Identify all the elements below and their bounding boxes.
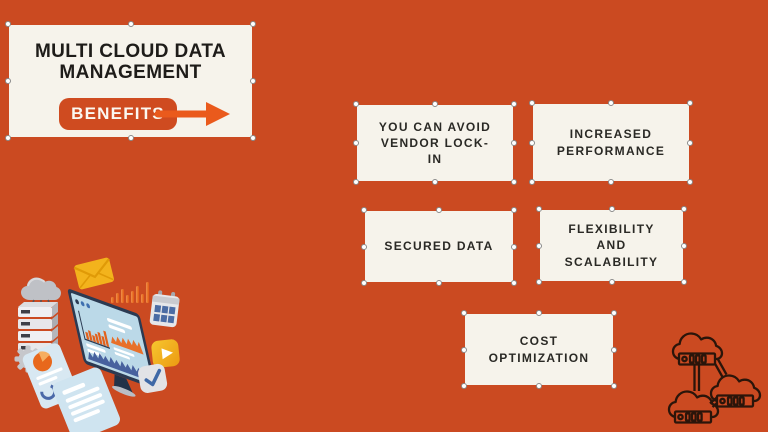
resize-handle-s[interactable] bbox=[608, 279, 615, 285]
resize-handle-s[interactable] bbox=[436, 280, 442, 286]
benefit-card-secured-data[interactable]: SECURED DATA bbox=[361, 207, 517, 286]
resize-handle-se[interactable] bbox=[250, 135, 256, 141]
resize-handle-ne[interactable] bbox=[511, 101, 517, 107]
benefit-card-cost-optimization[interactable]: COST OPTIMIZATION bbox=[461, 310, 617, 389]
resize-handle-sw[interactable] bbox=[353, 179, 359, 185]
resize-handle-e[interactable] bbox=[687, 139, 693, 146]
resize-handle-nw[interactable] bbox=[461, 310, 467, 316]
arrow-right-icon bbox=[154, 102, 230, 126]
resize-handle-s[interactable] bbox=[432, 179, 438, 185]
benefit-label: FLEXIBILITY AND SCALABILITY bbox=[564, 222, 659, 269]
resize-handle-sw[interactable] bbox=[461, 383, 467, 389]
benefit-card-flexibility-scalability[interactable]: FLEXIBILITY AND SCALABILITY bbox=[536, 206, 687, 285]
resize-handle-n[interactable] bbox=[608, 206, 615, 212]
resize-handle-w[interactable] bbox=[5, 78, 11, 84]
resize-handle-nw[interactable] bbox=[5, 21, 11, 27]
cloud-server-icon bbox=[18, 277, 61, 353]
resize-handle-w[interactable] bbox=[461, 346, 467, 353]
resize-handle-w[interactable] bbox=[361, 243, 367, 250]
resize-handle-sw[interactable] bbox=[361, 280, 367, 286]
resize-handle-nw[interactable] bbox=[529, 100, 535, 106]
resize-handle-e[interactable] bbox=[250, 78, 256, 84]
dashboard-monitor bbox=[67, 289, 156, 397]
envelope-icon bbox=[73, 257, 114, 290]
resize-handle-n[interactable] bbox=[608, 100, 614, 106]
resize-handle-se[interactable] bbox=[681, 279, 687, 285]
resize-handle-s[interactable] bbox=[536, 383, 542, 389]
resize-handle-n[interactable] bbox=[127, 21, 134, 27]
play-button-icon bbox=[151, 339, 180, 368]
resize-handle-n[interactable] bbox=[432, 101, 438, 107]
checkmark-icon bbox=[138, 363, 168, 393]
resize-handle-ne[interactable] bbox=[511, 207, 517, 213]
resize-handle-w[interactable] bbox=[529, 139, 535, 146]
resize-handle-nw[interactable] bbox=[536, 206, 542, 212]
resize-handle-sw[interactable] bbox=[5, 135, 11, 141]
title-card[interactable]: MULTI CLOUD DATA MANAGEMENT BENEFITS bbox=[5, 21, 256, 141]
resize-handle-ne[interactable] bbox=[681, 206, 687, 212]
benefit-label: SECURED DATA bbox=[384, 239, 494, 254]
resize-handle-ne[interactable] bbox=[250, 21, 256, 27]
resize-handle-e[interactable] bbox=[511, 243, 517, 250]
equalizer-bars-icon bbox=[111, 282, 149, 303]
calendar-icon bbox=[149, 290, 180, 328]
resize-handle-sw[interactable] bbox=[529, 179, 535, 185]
benefit-label: YOU CAN AVOID VENDOR LOCK- IN bbox=[378, 119, 492, 167]
resize-handle-s[interactable] bbox=[608, 179, 614, 185]
resize-handle-s[interactable] bbox=[127, 135, 134, 141]
benefit-label: COST OPTIMIZATION bbox=[488, 334, 590, 365]
resize-handle-e[interactable] bbox=[611, 346, 617, 353]
data-dashboard-illustration[interactable] bbox=[8, 253, 206, 432]
resize-handle-se[interactable] bbox=[511, 179, 517, 185]
resize-handle-e[interactable] bbox=[681, 242, 687, 249]
resize-handle-se[interactable] bbox=[687, 179, 693, 185]
resize-handle-se[interactable] bbox=[611, 383, 617, 389]
benefit-label: INCREASED PERFORMANCE bbox=[556, 127, 666, 158]
resize-handle-n[interactable] bbox=[536, 310, 542, 316]
page-title: MULTI CLOUD DATA MANAGEMENT bbox=[34, 41, 227, 84]
resize-handle-ne[interactable] bbox=[687, 100, 693, 106]
resize-handle-e[interactable] bbox=[511, 140, 517, 146]
resize-handle-nw[interactable] bbox=[361, 207, 367, 213]
resize-handle-n[interactable] bbox=[436, 207, 442, 213]
resize-handle-w[interactable] bbox=[353, 140, 359, 146]
benefit-card-increased-performance[interactable]: INCREASED PERFORMANCE bbox=[529, 100, 693, 185]
resize-handle-sw[interactable] bbox=[536, 279, 542, 285]
resize-handle-ne[interactable] bbox=[611, 310, 617, 316]
resize-handle-w[interactable] bbox=[536, 242, 542, 249]
resize-handle-se[interactable] bbox=[511, 280, 517, 286]
resize-handle-nw[interactable] bbox=[353, 101, 359, 107]
document-icon bbox=[52, 367, 120, 432]
benefit-card-vendor-lock-in[interactable]: YOU CAN AVOID VENDOR LOCK- IN bbox=[353, 101, 517, 185]
multi-cloud-network-icon[interactable] bbox=[666, 327, 762, 430]
